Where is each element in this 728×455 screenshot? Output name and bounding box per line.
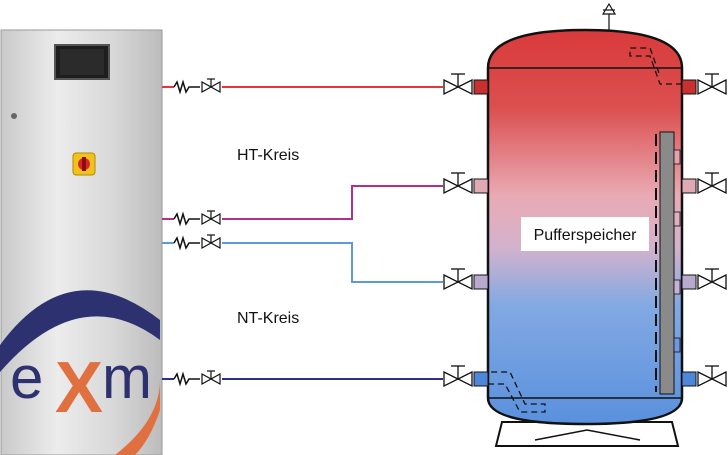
- flex-hose-icon: [173, 79, 200, 387]
- logo-letter-m: m: [102, 344, 152, 411]
- buffer-tank: Pufferspeicher: [443, 2, 727, 447]
- nt-circuit-label: NT-Kreis: [237, 310, 299, 327]
- sensor-pockets: [673, 149, 681, 353]
- air-vent-icon[interactable]: [601, 2, 617, 30]
- buffer-tank-label: Pufferspeicher: [534, 227, 638, 244]
- valve-icon[interactable]: [697, 73, 727, 388]
- valve-icon[interactable]: [443, 73, 473, 388]
- ht-circuit-label: HT-Kreis: [237, 147, 299, 164]
- tank-ports-right: [681, 79, 697, 387]
- valve-icon[interactable]: [201, 78, 221, 386]
- heat-pump-cabinet: e X m: [0, 29, 163, 455]
- tank-ports-left: [473, 79, 489, 387]
- logo-letter-e: e: [10, 344, 43, 411]
- indicator-dot: [11, 113, 17, 119]
- exm-logo: e X m: [0, 290, 160, 455]
- main-switch-icon[interactable]: [72, 152, 96, 176]
- logo-letter-x: X: [55, 348, 103, 428]
- pipe-ht-return: [162, 185, 443, 220]
- buffer-tank-label-box: [521, 217, 649, 251]
- pipe-nt-flow: [162, 242, 443, 283]
- heat-exchanger-coil-icon: [488, 47, 682, 413]
- sensor-bar: [659, 131, 675, 395]
